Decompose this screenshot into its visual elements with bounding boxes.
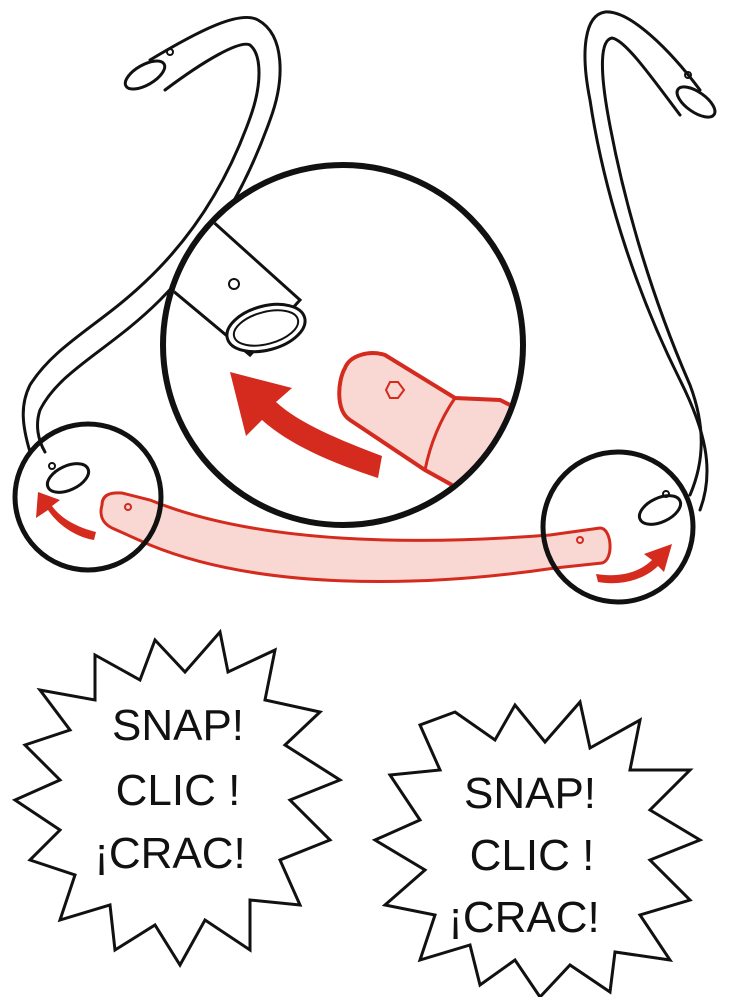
right-frame-tube: [583, 10, 717, 512]
arrow-left-icon: [36, 492, 96, 540]
right-tube-hole: [684, 71, 692, 79]
main-detail-circle: [160, 162, 526, 528]
burst-right-line-1: SNAP!: [464, 769, 596, 818]
left-tube-hole: [166, 48, 174, 56]
burst-left: SNAP! CLIC ! ¡CRAC!: [11, 628, 344, 968]
burst-right-line-2: CLIC !: [470, 831, 595, 880]
burst-left-line-1: SNAP!: [112, 701, 244, 750]
red-crossbar: [99, 491, 612, 584]
burst-left-shape: [11, 628, 344, 968]
right-tube-end-top: [675, 85, 717, 119]
crossbar-hole-right: [576, 536, 584, 544]
left-tube-end-top: [123, 59, 167, 91]
left-detail-circle: [12, 421, 164, 573]
crossbar-hole-left: [124, 503, 132, 511]
right-detail-circle: [540, 449, 696, 605]
burst-left-line-2: CLIC !: [116, 766, 241, 815]
tube-opening: [225, 302, 307, 354]
burst-right-shape: [371, 698, 704, 997]
burst-right-line-3: ¡CRAC!: [448, 893, 600, 942]
burst-left-line-3: ¡CRAC!: [94, 829, 246, 878]
arrow-curved-up-icon: [230, 372, 382, 478]
burst-right: SNAP! CLIC ! ¡CRAC!: [371, 698, 704, 997]
arrow-right-icon: [596, 544, 672, 584]
